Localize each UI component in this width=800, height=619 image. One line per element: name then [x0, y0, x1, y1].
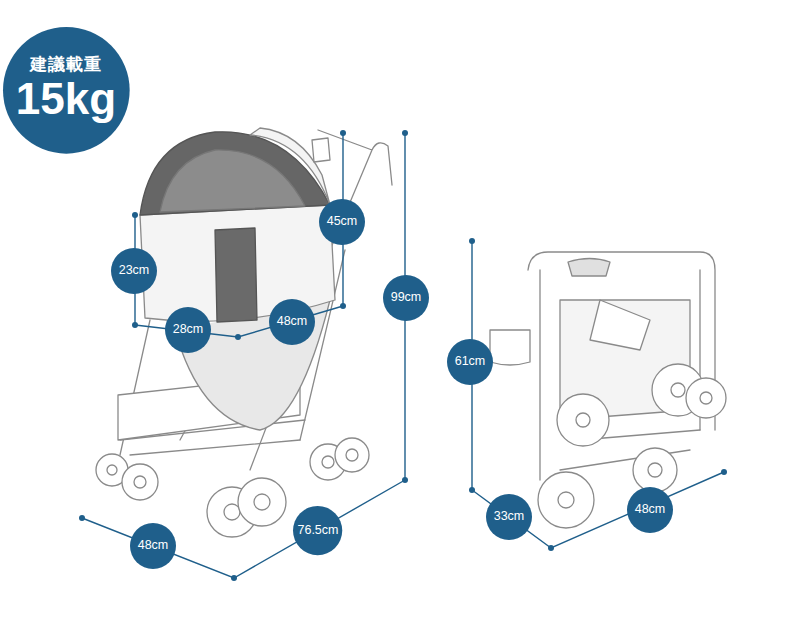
dimension-badge: 48cm [269, 299, 315, 345]
dimension-badge: 99cm [383, 275, 429, 321]
dimension-value: 28cm [173, 323, 204, 337]
dimension-badge: 28cm [165, 307, 211, 353]
dimension-value: 76.5cm [297, 524, 338, 538]
dimension-badge: 33cm [486, 494, 532, 540]
dimension-value: 33cm [494, 510, 525, 524]
load-value: 15kg [16, 75, 116, 123]
dimension-value: 61cm [455, 355, 486, 369]
load-badge: 建議載重15kg [3, 27, 130, 154]
dimension-badge: 76.5cm [293, 506, 342, 555]
dimension-badge: 48cm [130, 523, 176, 569]
dimension-badge: 45cm [319, 199, 365, 245]
dimension-value: 23cm [119, 264, 150, 278]
dimension-value: 48cm [635, 503, 666, 517]
dimension-value: 48cm [138, 539, 169, 553]
dimension-badge: 23cm [111, 248, 157, 294]
dimension-value: 99cm [391, 291, 422, 305]
load-caption: 建議載重 [30, 56, 102, 75]
dimension-value: 45cm [327, 215, 358, 229]
dimension-value: 48cm [277, 315, 308, 329]
dimension-badge: 61cm [447, 339, 493, 385]
dimension-badge: 48cm [627, 487, 673, 533]
